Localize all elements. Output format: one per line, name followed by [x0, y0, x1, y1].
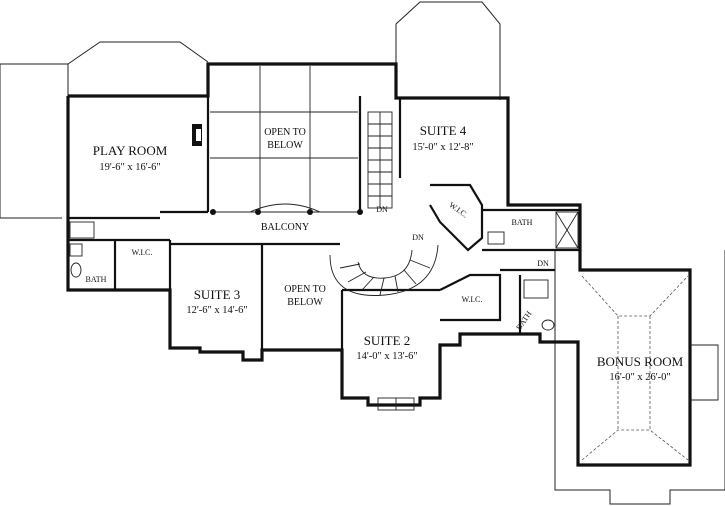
open-to-below-top-line1: OPEN TO [264, 127, 306, 138]
exterior-walls [66, 62, 692, 467]
small-labels: W.I.C. BATH W.I.C. BATH W.I.C. BATH DN D… [86, 200, 549, 331]
play-room-name: PLAY ROOM [93, 143, 168, 158]
suite-4-dims: 15'-0" x 12'-8" [412, 142, 473, 153]
play-room-dims: 19'-6" x 16'-6" [99, 162, 160, 173]
bay-window-suite2 [377, 397, 415, 411]
bath-suite2-label: BATH [514, 309, 533, 331]
suite-2-dims: 14'-0" x 13'-6" [356, 351, 417, 362]
bath-suite4-label: BATH [512, 218, 533, 227]
dn-right-label: DN [537, 259, 549, 268]
bonus-room-name: BONUS ROOM [597, 354, 684, 369]
bath-left-label: BATH [86, 275, 107, 284]
stair-curved [329, 244, 439, 296]
balcony-railing [210, 203, 363, 215]
open-to-below-mid-line1: OPEN TO [284, 284, 326, 295]
bonus-room-dims: 16'-0" x 26'-0" [609, 372, 670, 383]
wic-suite4-label: W.I.C. [447, 200, 469, 219]
suite-3-dims: 12'-6" x 14'-6" [186, 305, 247, 316]
dn-stair-curved-label: DN [412, 233, 424, 242]
bath-fixtures [69, 211, 579, 331]
open-to-below-mid-line2: BELOW [287, 297, 323, 308]
suite-3-name: SUITE 3 [194, 287, 241, 302]
stair-straight [367, 111, 393, 209]
open-to-below-grid-top [192, 66, 358, 210]
bonus-room-hip [581, 275, 719, 461]
interior-walls [68, 64, 580, 350]
open-to-below-top-line2: BELOW [267, 140, 303, 151]
dn-stair-top-label: DN [376, 205, 388, 214]
suite-2-name: SUITE 2 [364, 333, 411, 348]
suite-4-name: SUITE 4 [420, 123, 467, 138]
room-labels: PLAY ROOM 19'-6" x 16'-6" OPEN TO BELOW … [93, 123, 684, 383]
balcony-name: BALCONY [261, 222, 309, 233]
wic-suite2-label: W.I.C. [462, 295, 483, 304]
wic-left-label: W.I.C. [132, 248, 153, 257]
